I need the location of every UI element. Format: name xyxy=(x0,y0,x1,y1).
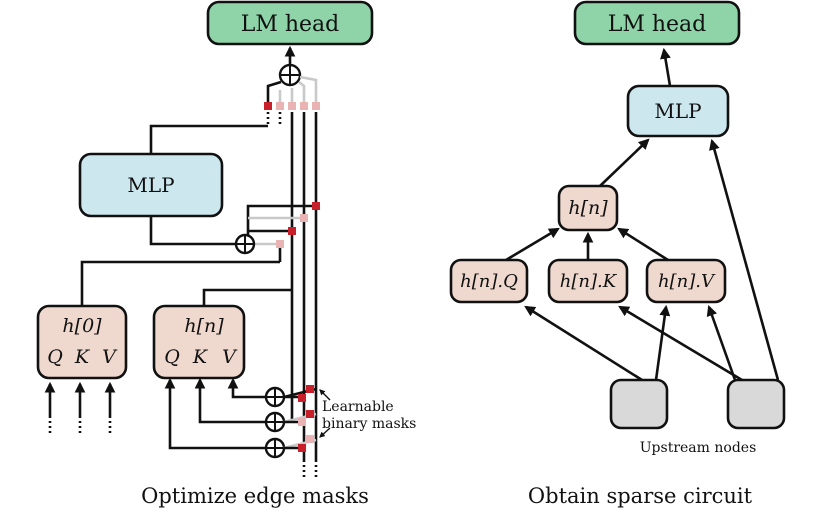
left-head-n-title: h[n] xyxy=(184,315,224,337)
mask-square xyxy=(288,102,296,110)
left-mlp-node: MLP xyxy=(78,152,224,218)
left-head-0-k: K xyxy=(74,346,91,368)
right-hnq-node: h[n].Q xyxy=(449,258,529,304)
left-mlp-output-wire xyxy=(149,124,268,154)
left-head-0-title: h[0] xyxy=(62,315,102,337)
edge-upstream2-to-mlp xyxy=(709,138,780,381)
right-mlp-label: MLP xyxy=(654,99,701,123)
mask-annotation-line2: binary masks xyxy=(322,416,416,432)
mask-square xyxy=(298,394,306,402)
right-panel: LM head MLP h[n] h[n].Q h[n].K h[n].V xyxy=(449,0,786,508)
left-top-mask-row xyxy=(264,102,320,110)
left-head-n-q: Q xyxy=(164,346,180,368)
left-mask-annotation: Learnable binary masks xyxy=(319,389,416,438)
left-mlp-sum-node xyxy=(234,233,256,255)
right-caption: Obtain sparse circuit xyxy=(528,484,753,508)
left-head-0-node: h[0] Q K V xyxy=(36,304,128,380)
right-lm-head-label: LM head xyxy=(608,12,707,37)
mask-square xyxy=(306,385,314,393)
edge-upstream1-to-v xyxy=(654,304,671,381)
left-head-n-inputs xyxy=(164,377,266,450)
left-q-sum-node xyxy=(264,437,286,459)
mask-square xyxy=(298,418,306,426)
mask-square xyxy=(276,240,284,248)
right-hnv-label: h[n].V xyxy=(658,271,716,292)
left-head-output-wires xyxy=(80,260,292,306)
left-head-n-k: K xyxy=(192,346,209,368)
right-hnq-label: h[n].Q xyxy=(460,271,518,292)
edge-upstream2-to-v xyxy=(706,304,737,381)
right-hnv-node: h[n].V xyxy=(645,258,727,304)
left-head-0-inputs xyxy=(44,381,116,436)
mask-square xyxy=(306,410,314,418)
left-caption: Optimize edge masks xyxy=(141,484,369,508)
mask-annotation-line1: Learnable xyxy=(322,399,394,415)
left-mlp-input-wires xyxy=(149,204,316,262)
mask-square xyxy=(298,444,306,452)
edge-mlp-to-lmhead xyxy=(660,47,672,87)
right-hnk-label: h[n].K xyxy=(560,271,618,292)
left-mlp-mask-row xyxy=(276,202,320,248)
edge-q-to-hn xyxy=(505,227,560,262)
right-edges xyxy=(505,47,780,382)
mask-square xyxy=(300,102,308,110)
left-dotted-continuations xyxy=(266,112,318,478)
left-lm-head-label: LM head xyxy=(241,12,340,37)
right-hnk-node: h[n].K xyxy=(547,258,629,304)
upstream-label: Upstream nodes xyxy=(640,440,757,456)
left-lower-mask-row xyxy=(298,385,314,452)
left-head-0-q: Q xyxy=(47,346,63,368)
left-panel: LM head xyxy=(36,0,416,508)
right-lm-head-node: LM head xyxy=(573,0,741,46)
left-v-sum-node xyxy=(264,386,286,408)
edge-upstream1-to-q xyxy=(524,305,643,382)
left-k-sum-node xyxy=(264,411,286,433)
upstream-node-1 xyxy=(609,378,669,430)
right-mlp-node: MLP xyxy=(626,84,730,138)
upstream-node-2 xyxy=(726,378,786,430)
left-top-sum-node xyxy=(278,63,302,87)
mask-square xyxy=(312,202,320,210)
mask-square xyxy=(306,435,314,443)
mask-square xyxy=(264,102,272,110)
mask-square xyxy=(276,102,284,110)
right-hn-label: h[n] xyxy=(568,197,608,219)
edge-hn-to-mlp xyxy=(599,138,650,187)
left-head-n-node: h[n] Q K V xyxy=(152,304,246,380)
mask-square xyxy=(312,102,320,110)
mask-square xyxy=(300,214,308,222)
left-head-n-v: V xyxy=(222,346,238,368)
left-head-0-v: V xyxy=(102,346,118,368)
left-residual-wires xyxy=(290,112,318,460)
edge-v-to-hn xyxy=(617,227,669,262)
mask-square xyxy=(288,227,296,235)
right-hn-node: h[n] xyxy=(557,184,619,232)
left-mlp-label: MLP xyxy=(127,173,174,197)
left-lm-head-node: LM head xyxy=(206,0,374,46)
edge-upstream2-to-k xyxy=(618,305,743,382)
